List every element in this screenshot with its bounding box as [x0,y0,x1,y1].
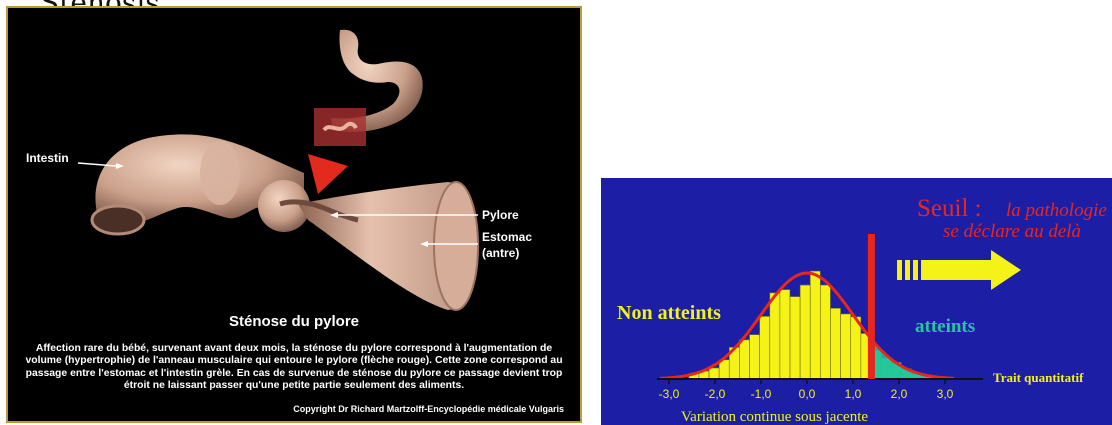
arrow-body [921,260,991,280]
histogram-bar [851,317,861,379]
x-tick-label: -1,0 [751,387,772,401]
x-tick-label: -3,0 [659,387,680,401]
histogram-bar [719,360,729,379]
arrow-head [991,250,1021,290]
x-axis-ticks: -3,0 -2,0 -1,0 0,0 1,0 2,0 3,0 [659,379,954,401]
affected-area [871,339,949,379]
seuil-note-1: la pathologie [1006,200,1107,222]
label-pylore: Pylore [482,208,519,222]
x-tick-label: -2,0 [705,387,726,401]
atteints-label: atteints [915,316,975,338]
arrow-dash-2 [905,260,910,280]
histogram-bar [800,285,810,379]
x-tick-label: 3,0 [937,387,954,401]
x-tick-label: 0,0 [799,387,816,401]
histogram-bar [841,314,851,379]
histogram-bar [750,335,760,379]
histogram-bar [760,316,770,379]
arrow-dash-1 [897,260,902,280]
x-tick-label: 2,0 [891,387,908,401]
histogram-bar [790,297,800,379]
non-atteints-label: Non atteints [617,302,721,325]
x-axis-title: Variation continue sous jacente [681,409,868,425]
threshold-model-slide: -3,0 -2,0 -1,0 0,0 1,0 2,0 3,0 Seuil : la path… [601,178,1112,425]
seuil-label: Seuil : [917,195,982,223]
red-arrow [308,154,348,194]
histogram-bar [780,290,790,379]
label-antre: (antre) [482,246,519,260]
slide-copyright: Copyright Dr Richard Martzolff-Encyclopé… [293,404,564,414]
histogram-bar [770,293,780,379]
arrow-dash-3 [913,260,918,280]
histogram-bar [820,285,830,379]
histogram-bar [831,308,841,379]
label-intestin: Intestin [26,151,69,165]
histogram-bar [810,271,820,379]
pyloric-stenosis-slide: Intestin Pylore Estomac (antre) Sténose … [6,6,582,423]
histogram-bar [709,368,719,379]
slide-title: Sténose du pylore [8,313,580,330]
seuil-note-2: se déclare au delà [943,221,1081,243]
histogram-bar [739,340,749,379]
x-tick-label: 1,0 [845,387,862,401]
label-estomac: Estomac [482,230,532,244]
trait-label: Trait quantitatif [993,370,1083,386]
intestine-opening [92,206,144,234]
slide-description: Affection rare du bébé, survenant avant … [22,343,566,392]
